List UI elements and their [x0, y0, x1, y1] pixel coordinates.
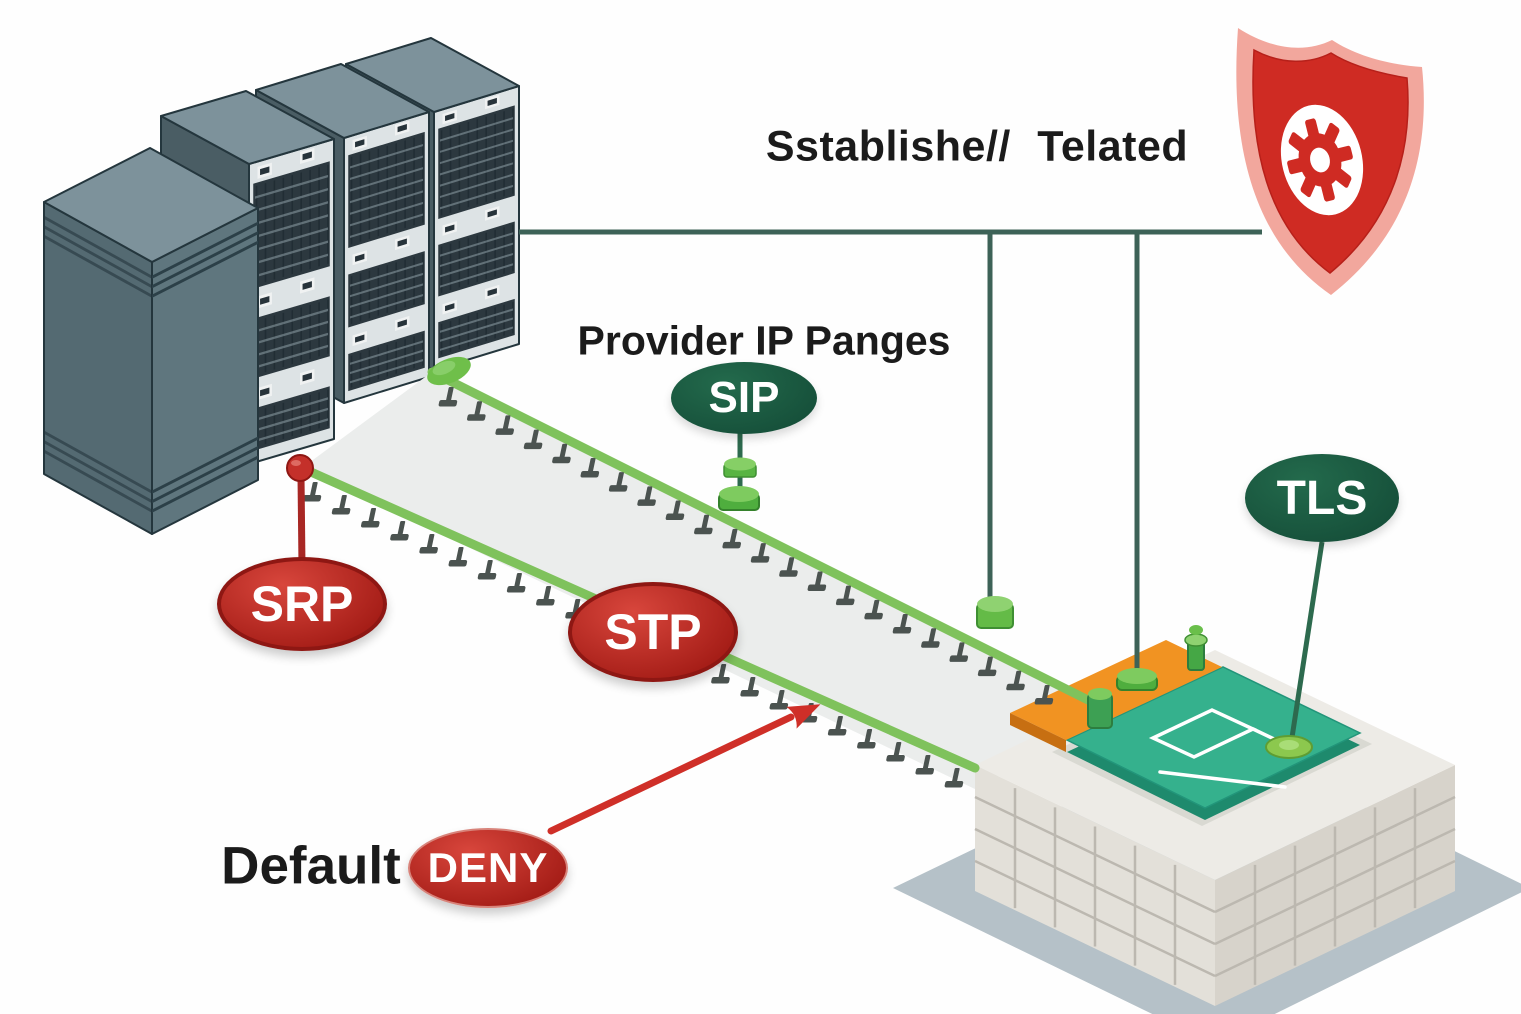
default-deny-label: Default [221, 836, 401, 896]
tls-badge: TLS [1245, 454, 1399, 542]
provider-ip-ranges-label: Provider IP Panges [577, 317, 951, 364]
sip-badge: SIP [671, 362, 817, 434]
connectors [718, 457, 1313, 759]
stp-badge: STP [568, 582, 738, 682]
allowed-road [302, 372, 1102, 790]
gear-glyph [1287, 118, 1353, 202]
established-related-label: Sstablishe// Telated [765, 122, 1189, 171]
server-rack-cluster [43, 37, 520, 535]
srp-badge: SRP [217, 557, 387, 651]
srp-pointer [286, 454, 314, 567]
shield-icon [1236, 28, 1424, 295]
deny-arrow [547, 704, 821, 835]
deny-badge: DENY [408, 828, 568, 908]
